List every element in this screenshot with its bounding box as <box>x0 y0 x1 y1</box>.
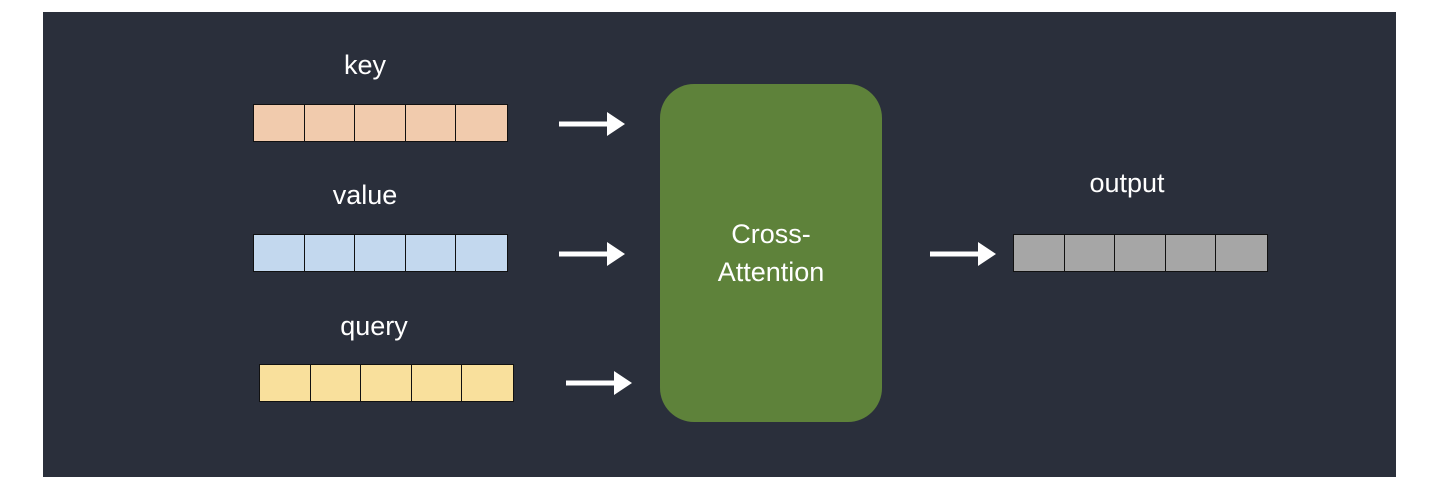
query-cell <box>361 365 412 401</box>
cross-attention-block: Cross- Attention <box>660 84 882 422</box>
query-cell <box>310 365 362 401</box>
key-arrow-icon <box>559 112 625 136</box>
key-cell <box>304 105 356 141</box>
value-cell <box>304 235 356 271</box>
output-cell <box>1216 235 1267 271</box>
key-vector <box>253 104 508 142</box>
output-cell <box>1165 235 1217 271</box>
output-vector <box>1013 234 1268 272</box>
key-label: key <box>343 50 387 80</box>
value-vector <box>253 234 508 272</box>
cross-attention-label: Cross- Attention <box>681 215 861 291</box>
output-cell <box>1014 235 1065 271</box>
diagram-canvas: key value query Cross- <box>43 12 1396 477</box>
query-cell <box>260 365 311 401</box>
query-vector <box>259 364 514 402</box>
output-cell <box>1064 235 1116 271</box>
output-arrow-icon <box>930 242 996 266</box>
value-cell <box>254 235 305 271</box>
cross-attention-label-line2: Attention <box>717 257 825 287</box>
query-arrow-icon <box>566 371 632 395</box>
value-arrow-icon <box>559 242 625 266</box>
key-cell <box>254 105 305 141</box>
value-cell <box>405 235 457 271</box>
output-label: output <box>1089 168 1165 198</box>
key-cell <box>405 105 457 141</box>
query-label: query <box>340 311 408 341</box>
value-label: value <box>332 180 398 210</box>
key-cell <box>355 105 406 141</box>
query-cell <box>462 365 513 401</box>
value-cell <box>355 235 406 271</box>
output-cell <box>1115 235 1166 271</box>
query-cell <box>411 365 463 401</box>
value-cell <box>456 235 507 271</box>
key-cell <box>456 105 507 141</box>
cross-attention-label-line1: Cross- <box>731 219 811 249</box>
